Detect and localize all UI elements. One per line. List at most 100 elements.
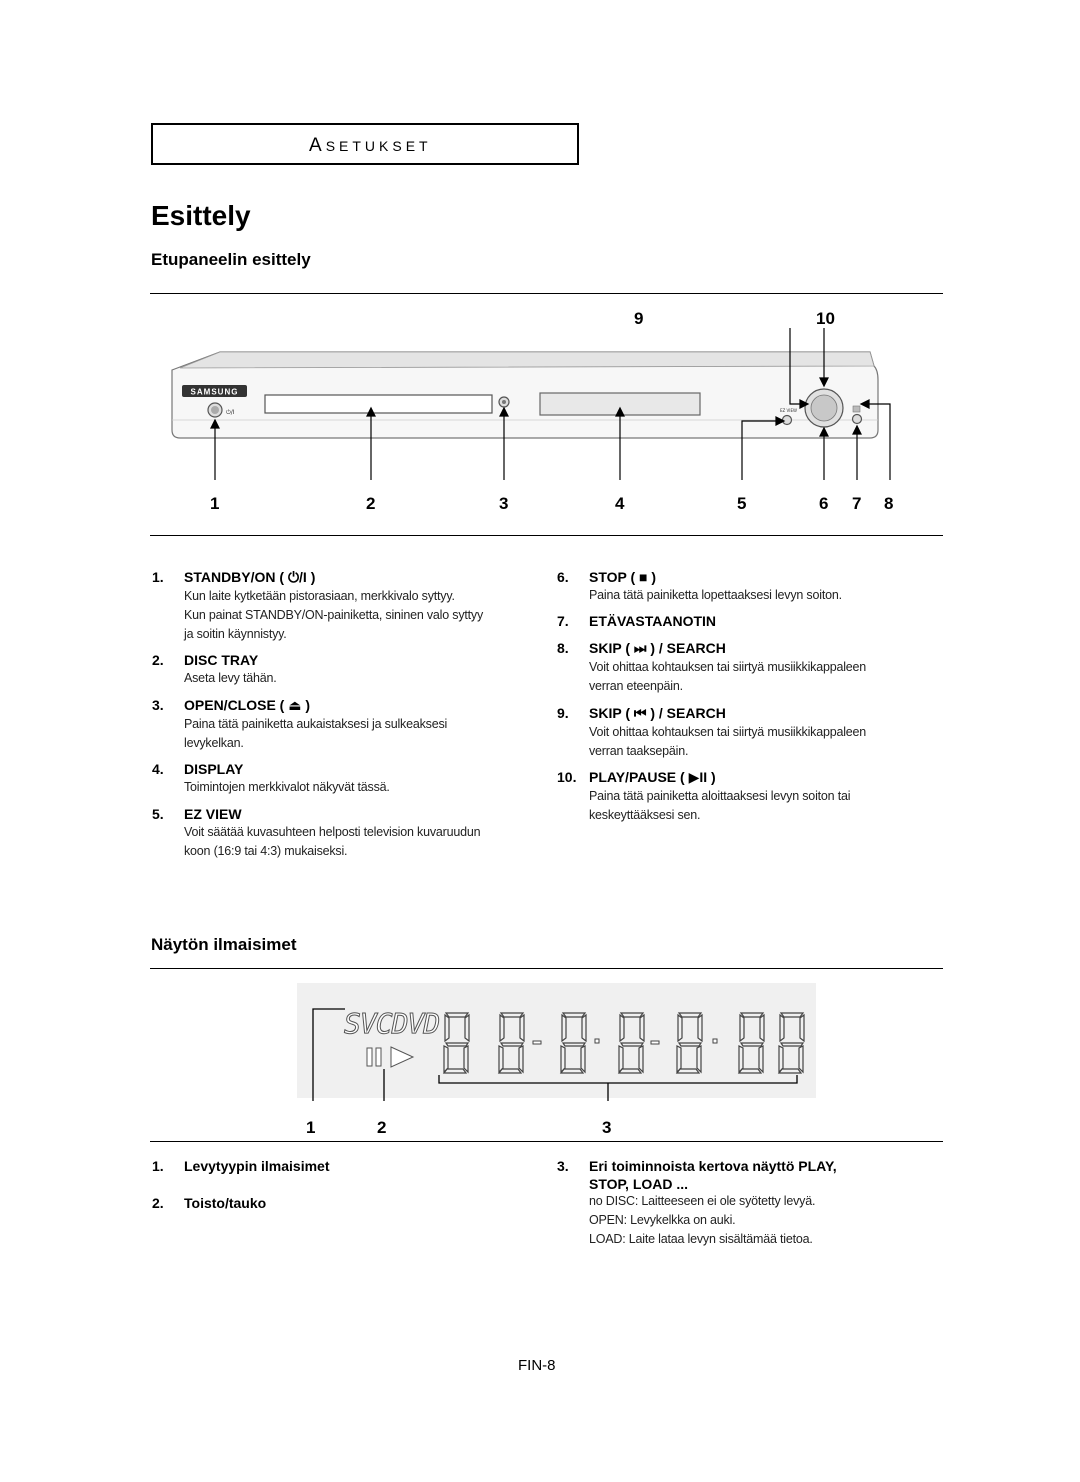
digit-separator xyxy=(532,1040,542,1045)
digit-separator xyxy=(594,1038,600,1044)
page-title: Esittely xyxy=(151,200,251,231)
callout-8: 8 xyxy=(884,494,894,513)
remote-sensor xyxy=(852,405,861,413)
item-title: Levytyypin ilmaisimet xyxy=(184,1158,330,1174)
segment xyxy=(619,1042,645,1047)
display-items-right: 3.Eri toiminnoista kertova näyttö PLAY, … xyxy=(557,1158,942,1249)
item-title: PLAY/PAUSE ( ▶II ) xyxy=(589,769,716,785)
list-item: 6.STOP ( ■ ) Paina tätä painiketta lopet… xyxy=(557,569,842,602)
front-panel-illustration: SAMSUNG ⏻/I EZ VIEW xyxy=(171,328,891,480)
segment xyxy=(499,1012,525,1018)
segment xyxy=(739,1012,765,1018)
brand-text: SAMSUNG xyxy=(191,388,239,397)
item-title: Eri toiminnoista kertova näyttö PLAY, xyxy=(589,1158,837,1174)
list-item: 2.DISC TRAY Aseta levy tähän. xyxy=(152,652,277,685)
display-callout-1: 1 xyxy=(306,1118,316,1137)
segment xyxy=(497,1068,523,1074)
front-panel-heading: Etupaneelin esittely xyxy=(151,250,311,269)
segment xyxy=(561,1012,587,1018)
item-title: ETÄVASTAANOTIN xyxy=(589,613,717,629)
segment xyxy=(464,1013,470,1043)
divider xyxy=(150,293,943,294)
segment xyxy=(677,1042,703,1047)
segment xyxy=(463,1045,469,1074)
segment xyxy=(639,1013,645,1043)
segment xyxy=(519,1013,525,1043)
segment xyxy=(778,1045,784,1074)
display-callout-3: 3 xyxy=(602,1118,612,1137)
callout-10: 10 xyxy=(816,309,835,328)
segment xyxy=(619,1013,625,1043)
callout-9: 9 xyxy=(634,309,644,328)
disc-type-indicator: SVCDVD xyxy=(344,1007,439,1040)
item-title: SKIP ( ⏮ ) / SEARCH xyxy=(589,705,726,721)
callout-6: 6 xyxy=(819,494,829,513)
segment xyxy=(444,1013,450,1043)
callout-1: 1 xyxy=(210,494,220,513)
segment xyxy=(758,1045,764,1074)
display-indicators-illustration: SVCDVD xyxy=(312,1007,805,1101)
segment xyxy=(676,1045,682,1074)
callout-7: 7 xyxy=(852,494,862,513)
stop-button xyxy=(851,413,863,425)
segment xyxy=(738,1045,744,1074)
segment xyxy=(619,1012,645,1018)
divider xyxy=(150,968,943,969)
seven-segment-digits xyxy=(442,1012,805,1074)
divider xyxy=(150,535,943,536)
list-item: 3.OPEN/CLOSE ( ⏏ ) Paina tätä painiketta… xyxy=(152,697,448,750)
segment xyxy=(739,1042,765,1047)
brand-logo xyxy=(182,385,247,397)
list-item: 9.SKIP ( ⏮ ) / SEARCH Voit ohittaa kohta… xyxy=(557,705,867,758)
list-item: 7.ETÄVASTAANOTIN xyxy=(557,613,717,629)
segment xyxy=(498,1045,504,1074)
display-heading: Näytön ilmaisimet xyxy=(151,935,297,954)
list-item: 1.STANDBY/ON ( ⏻/I ) Kun laite kytketään… xyxy=(152,569,484,641)
section-label: ASETUKSET xyxy=(309,135,432,156)
front-panel-items-right: 6.STOP ( ■ ) Paina tätä painiketta lopet… xyxy=(557,569,937,825)
segment xyxy=(798,1045,804,1074)
item-title: EZ VIEW xyxy=(184,806,242,822)
segment xyxy=(777,1068,803,1074)
list-item: 4.DISPLAY Toimintojen merkkivalot näkyvä… xyxy=(152,761,390,794)
callout-4: 4 xyxy=(615,494,625,513)
ez-view-button xyxy=(781,414,793,426)
display-items-left: 1.Levytyypin ilmaisimet 2.Toisto/tauko xyxy=(152,1158,330,1211)
callout-2: 2 xyxy=(366,494,376,513)
power-icon: ⏻/I xyxy=(226,409,235,416)
section-header-box: ASETUKSET xyxy=(151,123,579,165)
digit-separator xyxy=(650,1040,660,1045)
item-title: STOP ( ■ ) xyxy=(589,569,657,585)
segment xyxy=(779,1013,785,1043)
item-title: STANDBY/ON ( ⏻/I ) xyxy=(184,569,316,585)
segment xyxy=(779,1012,805,1018)
segment xyxy=(696,1045,702,1074)
item-title: DISC TRAY xyxy=(184,652,259,668)
segment xyxy=(442,1068,468,1074)
segment xyxy=(559,1068,585,1074)
segment xyxy=(499,1013,505,1043)
segment xyxy=(638,1045,644,1074)
segment xyxy=(759,1013,765,1043)
segment xyxy=(779,1042,805,1047)
segment xyxy=(677,1013,683,1043)
callout-lines xyxy=(210,328,891,480)
page-number: FIN-8 xyxy=(518,1357,556,1374)
segment xyxy=(580,1045,586,1074)
play-icon xyxy=(390,1046,415,1068)
segment xyxy=(677,1012,703,1018)
segment xyxy=(518,1045,524,1074)
segment xyxy=(561,1013,567,1043)
segment xyxy=(560,1045,566,1074)
svg-text:EZ VIEW: EZ VIEW xyxy=(780,408,797,413)
front-panel-items-left: 1.STANDBY/ON ( ⏻/I ) Kun laite kytketään… xyxy=(152,569,532,861)
digit-separator xyxy=(712,1038,718,1044)
divider xyxy=(150,1141,943,1142)
segment xyxy=(737,1068,763,1074)
pause-icon xyxy=(366,1047,373,1067)
segment xyxy=(444,1042,470,1047)
display-callout-2: 2 xyxy=(377,1118,387,1137)
disc-tray xyxy=(264,394,493,414)
segment xyxy=(561,1042,587,1047)
list-item: 8.SKIP ( ⏭ ) / SEARCH Voit ohittaa kohta… xyxy=(557,640,867,693)
